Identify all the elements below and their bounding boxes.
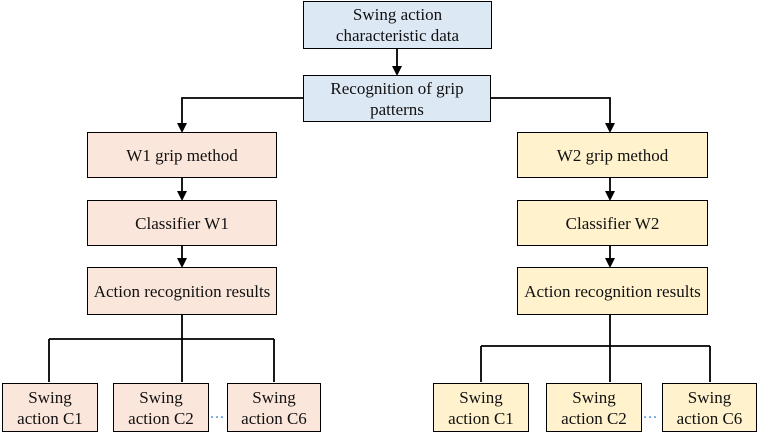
- classifier-w2-box: Classifier W2: [517, 200, 708, 246]
- right-ellipsis: ...: [643, 405, 658, 422]
- recognition-to-left-arrow: [177, 97, 303, 133]
- left-action-recognition-results-box: Action recognition results: [87, 267, 277, 315]
- left-swing-action-c2-box: Swing action C2: [113, 383, 209, 432]
- left-swing-action-c6-box: Swing action C6: [227, 383, 321, 432]
- right-swing-action-c1-box: Swing action C1: [433, 383, 529, 432]
- w2-grip-method-box: W2 grip method: [517, 132, 708, 178]
- left-swing-action-c1-box: Swing action C1: [2, 383, 98, 432]
- left-ellipsis: ...: [210, 405, 225, 422]
- recognition-of-grip-patterns-box: Recognition of grip patterns: [303, 75, 491, 122]
- recognition-to-right-arrow: [491, 97, 615, 133]
- right-swing-action-c6-box: Swing action C6: [662, 383, 757, 432]
- right-swing-action-c2-box: Swing action C2: [546, 383, 642, 432]
- swing-action-characteristic-data-box: Swing action characteristic data: [303, 1, 492, 49]
- w1-grip-method-box: W1 grip method: [87, 132, 277, 178]
- classifier-w1-box: Classifier W1: [87, 200, 277, 246]
- right-action-recognition-results-box: Action recognition results: [517, 267, 708, 315]
